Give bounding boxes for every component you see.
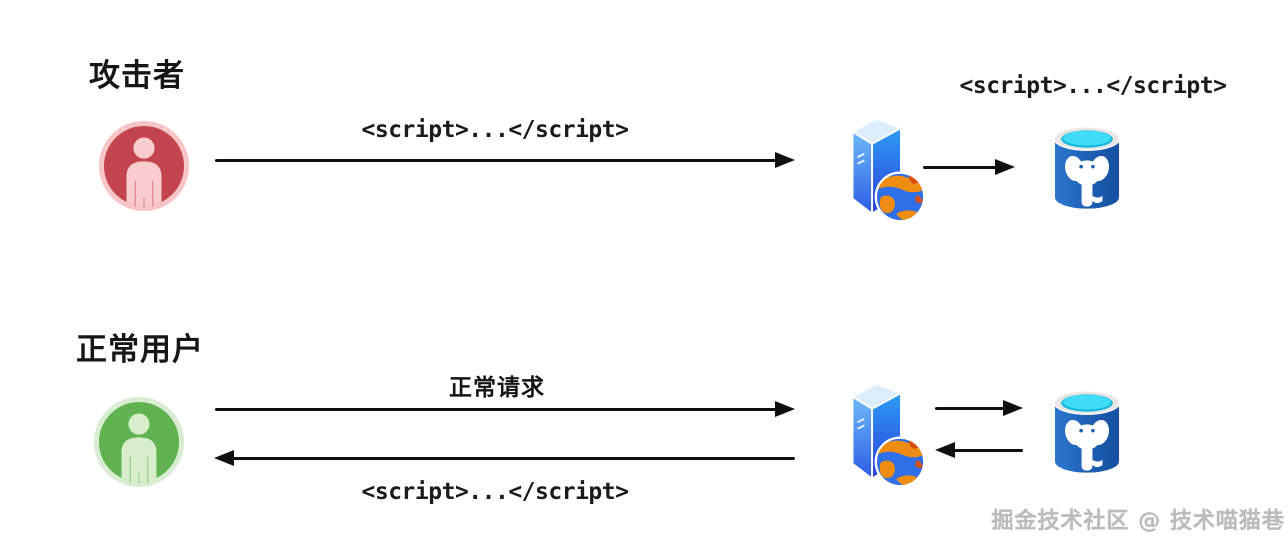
arrow-server-to-database — [923, 159, 1015, 175]
response-payload-label: <script>...</script> — [361, 479, 629, 505]
arrow-database-to-server — [935, 442, 1023, 458]
arrow-shaft — [215, 158, 778, 162]
arrow-head — [935, 442, 955, 458]
arrow-user-to-server — [215, 401, 795, 417]
attack-payload-label: <script>...</script> — [361, 117, 629, 143]
arrow-head — [775, 152, 795, 168]
attacker-avatar-icon — [98, 120, 190, 212]
arrow-server-to-user — [214, 450, 795, 466]
arrow-head — [775, 401, 795, 417]
arrow-server-to-database-bottom — [935, 400, 1023, 416]
arrow-shaft — [215, 407, 778, 411]
attacker-title: 攻击者 — [89, 58, 185, 94]
normal-request-label: 正常请求 — [449, 375, 545, 401]
watermark: 掘金技术社区 @ 技术喵猫巷 — [991, 509, 1285, 534]
postgresql-database-icon — [1048, 122, 1126, 215]
arrow-shaft — [935, 406, 1006, 410]
normal-user-avatar-icon — [93, 396, 185, 488]
arrow-shaft — [952, 448, 1023, 452]
postgresql-database-icon-bottom — [1048, 386, 1126, 479]
arrow-head — [995, 159, 1015, 175]
web-server-icon-bottom — [843, 380, 931, 488]
stored-payload-label: <script>...</script> — [959, 73, 1227, 99]
arrow-shaft — [231, 456, 795, 460]
arrow-head — [214, 450, 234, 466]
normal-user-title: 正常用户 — [76, 332, 204, 368]
arrow-shaft — [923, 165, 998, 169]
arrow-head — [1003, 400, 1023, 416]
web-server-icon — [843, 115, 931, 223]
arrow-attacker-to-server — [215, 152, 795, 168]
